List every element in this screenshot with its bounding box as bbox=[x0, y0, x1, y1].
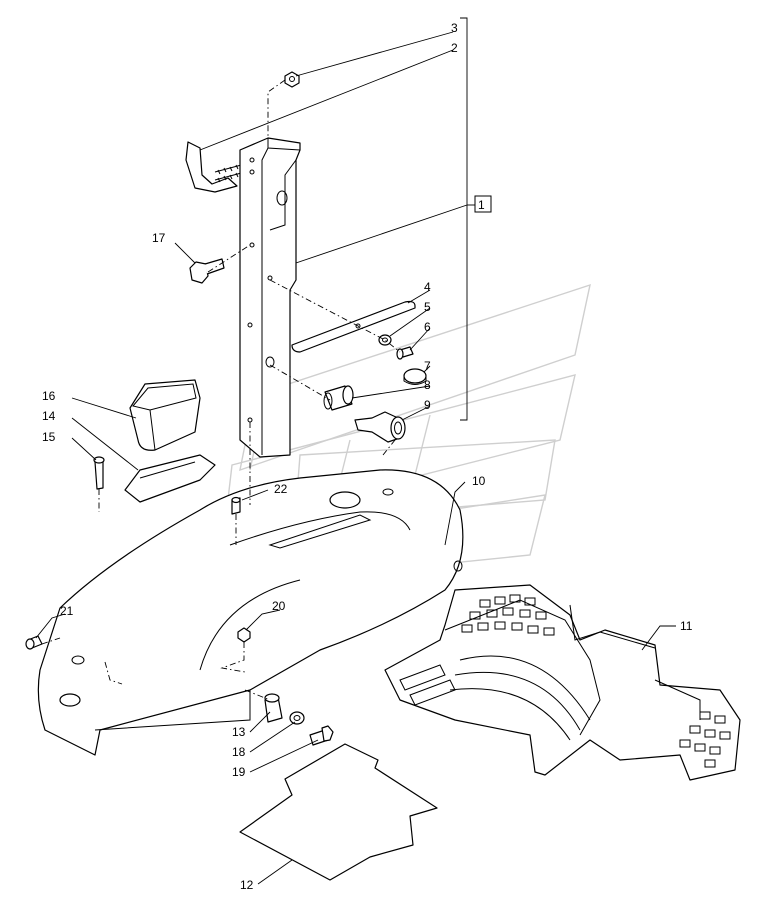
connector-part-8 bbox=[323, 385, 354, 411]
assembly-bracket-line bbox=[289, 17, 475, 421]
callout-box-1 bbox=[474, 195, 492, 213]
callout-12: 12 bbox=[240, 878, 254, 892]
callout-13: 13 bbox=[232, 725, 246, 739]
callout-5: 5 bbox=[424, 300, 431, 314]
callout-4: 4 bbox=[424, 280, 431, 294]
cup-part-16 bbox=[129, 379, 201, 451]
nut-part-3 bbox=[284, 71, 300, 88]
screw-part-15 bbox=[93, 456, 105, 490]
floor-mat-part-11 bbox=[384, 584, 741, 781]
callout-22: 22 bbox=[274, 482, 288, 496]
clip-bracket-part-2 bbox=[185, 141, 246, 193]
alignment-lines bbox=[41, 79, 401, 701]
tray-part-14 bbox=[124, 454, 216, 503]
callout-16: 16 bbox=[42, 389, 56, 403]
callout-7: 7 bbox=[424, 359, 431, 373]
callout-11: 11 bbox=[680, 619, 693, 633]
washer-part-5 bbox=[378, 334, 392, 346]
leader-lines bbox=[35, 31, 676, 885]
screw-part-6 bbox=[396, 346, 414, 360]
mat-ribs bbox=[399, 664, 456, 706]
callout-20: 20 bbox=[272, 599, 286, 613]
callout-10: 10 bbox=[472, 474, 486, 488]
plug-part-21 bbox=[25, 635, 43, 650]
callout-6: 6 bbox=[424, 320, 431, 334]
mat-grip-pads bbox=[461, 594, 731, 768]
callout-9: 9 bbox=[424, 398, 431, 412]
bolt-part-17 bbox=[189, 258, 225, 284]
spacer-part-13 bbox=[264, 693, 283, 723]
callout-3: 3 bbox=[451, 21, 458, 35]
nut-part-20 bbox=[237, 627, 251, 643]
callout-21: 21 bbox=[60, 604, 74, 618]
washer-part-18 bbox=[289, 711, 305, 725]
callout-labels: 1 2 3 4 5 6 7 8 9 10 11 12 13 14 15 16 1… bbox=[42, 21, 693, 892]
callout-2: 2 bbox=[451, 41, 458, 55]
panel-part-12 bbox=[239, 743, 438, 881]
vertical-post bbox=[239, 137, 301, 458]
callout-18: 18 bbox=[232, 745, 246, 759]
flat-bar-part-4 bbox=[291, 300, 416, 353]
callout-14: 14 bbox=[42, 409, 56, 423]
callout-19: 19 bbox=[232, 765, 246, 779]
bolt-part-22 bbox=[231, 496, 241, 515]
console-cover-part-10 bbox=[37, 469, 464, 756]
callout-17: 17 bbox=[152, 231, 166, 245]
cap-part-7 bbox=[403, 368, 427, 385]
callout-8: 8 bbox=[424, 378, 431, 392]
socket-part-9 bbox=[354, 411, 406, 443]
callout-15: 15 bbox=[42, 430, 56, 444]
callout-1: 1 bbox=[478, 198, 485, 212]
